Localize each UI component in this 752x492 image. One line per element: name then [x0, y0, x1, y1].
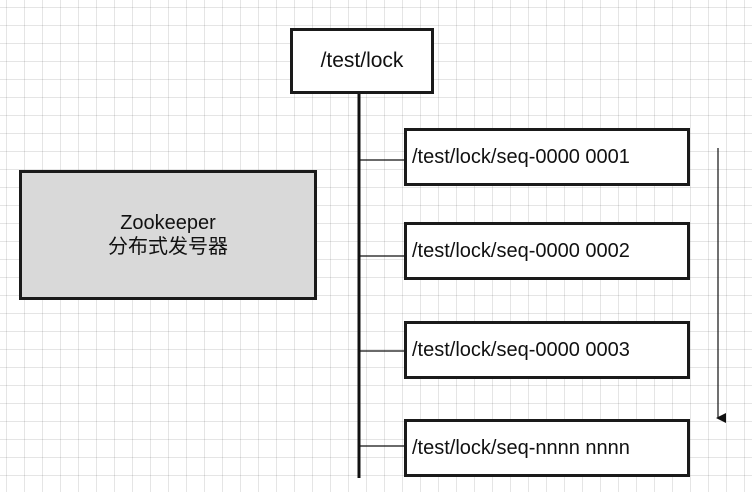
sequence-node-label: /test/lock/seq-0000 0001 — [412, 145, 630, 168]
sequence-node-1: /test/lock/seq-0000 0001 — [404, 128, 690, 186]
sequence-node-label: /test/lock/seq-0000 0002 — [412, 239, 630, 262]
sequence-node-4: /test/lock/seq-nnnn nnnn — [404, 419, 690, 477]
sequence-node-label: /test/lock/seq-0000 0003 — [412, 338, 630, 361]
zookeeper-generator-box: Zookeeper 分布式发号器 — [19, 170, 317, 300]
sequence-node-label: /test/lock/seq-nnnn nnnn — [412, 436, 630, 459]
generator-subtitle: 分布式发号器 — [108, 236, 228, 258]
generator-title: Zookeeper — [120, 212, 216, 234]
sequence-node-2: /test/lock/seq-0000 0002 — [404, 222, 690, 280]
root-node-box: /test/lock — [290, 28, 434, 94]
root-node-label: /test/lock — [320, 49, 404, 72]
sequence-node-3: /test/lock/seq-0000 0003 — [404, 321, 690, 379]
